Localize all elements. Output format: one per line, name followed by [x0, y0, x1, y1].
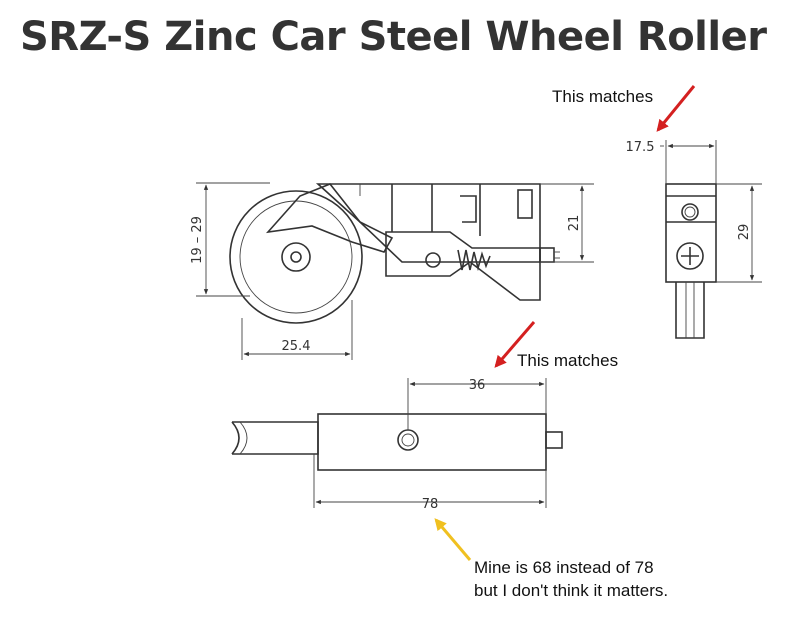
- wheel-hub: [281, 242, 311, 272]
- dim-height-range: 19 – 29: [190, 216, 205, 264]
- page-title: SRZ-S Zinc Car Steel Wheel Roller: [20, 14, 767, 60]
- lever: [385, 231, 541, 277]
- top-wheel-bracket: [232, 421, 319, 455]
- end-view: 17.5 29: [626, 140, 762, 339]
- wheel-outer: [229, 190, 363, 324]
- note-top-right: This matches: [552, 87, 653, 106]
- housing: [315, 183, 541, 301]
- spring: [457, 249, 491, 272]
- dim-total-length: 78: [422, 497, 439, 512]
- dim-wheel-offset: 25.4: [282, 339, 311, 354]
- top-pin: [545, 431, 563, 449]
- yellow-arrow-bottom: [434, 518, 472, 561]
- top-view: 36 78: [231, 378, 563, 512]
- dim-width: 17.5: [626, 140, 655, 155]
- end-body: [665, 183, 717, 283]
- dim-center-offset: 36: [469, 378, 486, 393]
- red-arrow-top: [656, 85, 696, 132]
- dim-side-height: 29: [737, 224, 752, 241]
- note-middle: This matches: [517, 351, 618, 370]
- dim-body-height: 21: [567, 215, 582, 232]
- note-bottom-line1: Mine is 68 instead of 78: [474, 558, 654, 577]
- top-body: [317, 413, 547, 471]
- note-bottom-line2: but I don't think it matters.: [474, 581, 668, 600]
- adjust-pin: [539, 247, 555, 263]
- red-arrow-middle: [494, 321, 536, 368]
- wheel-arm: [265, 183, 394, 253]
- annotations: This matches This matches Mine is 68 ins…: [434, 85, 696, 600]
- side-view: 19 – 29 25.4 21: [190, 182, 594, 360]
- end-wheel: [675, 282, 705, 339]
